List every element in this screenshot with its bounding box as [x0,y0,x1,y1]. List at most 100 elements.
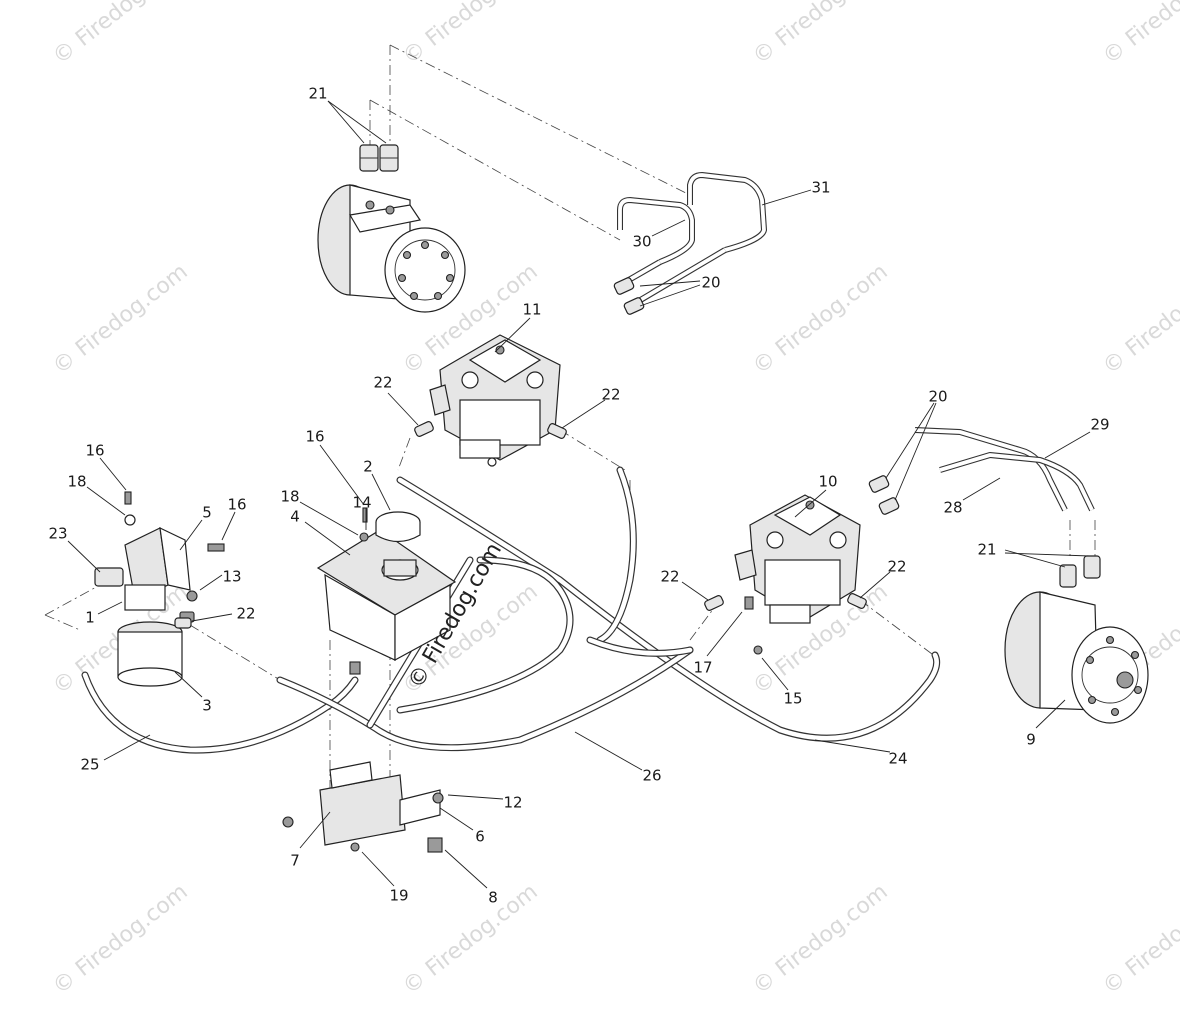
callout-leader-line [639,284,701,307]
callout-14: 14 [352,494,372,530]
callout-leader-line [361,851,395,887]
callout-leader-line [99,457,127,491]
callout-leader-line [494,317,531,353]
callout-18: 18 [280,488,359,536]
reservoir-tank [316,507,457,675]
callout-19: 19 [361,851,409,905]
callout-20: 20 [885,388,948,501]
callout-leader-line [327,100,365,144]
callout-20: 20 [639,274,721,307]
callout-leader-line [299,501,359,536]
callout-leader-line [1035,699,1066,729]
callout-4: 4 [290,508,351,556]
callout-label: 2 [363,458,373,476]
callout-22: 22 [859,558,907,599]
callout-label: 21 [308,85,327,103]
callout-label: 26 [642,767,661,785]
callout-16: 16 [85,442,127,491]
callout-leader-line [371,473,391,511]
callout-leader-line [561,399,606,429]
callout-leader-line [761,189,812,206]
callout-label: 24 [888,750,907,768]
wheel-motor-left [317,144,466,313]
callout-leader-line [67,540,101,573]
watermark-text: © Firedog.com [398,0,542,70]
callout-leader-line [574,731,643,771]
callout-leader-line [103,734,151,761]
callout-16: 16 [221,496,247,541]
callout-label: 12 [503,794,522,812]
callout-label: 7 [290,852,300,870]
filter-assembly [94,491,225,687]
callout-leader-line [444,849,488,889]
callout-label: 16 [227,496,246,514]
callout-label: 23 [48,525,67,543]
callout-28: 28 [943,477,1001,517]
callout-leader-line [651,219,686,237]
callout-31: 31 [761,179,831,206]
callout-22: 22 [561,386,621,429]
callout-label: 5 [202,504,212,522]
callout-label: 17 [693,659,712,677]
callout-22: 22 [660,568,709,601]
callout-leader-line [761,657,789,691]
callout-29: 29 [1044,416,1110,459]
callout-22: 22 [191,605,256,623]
callout-label: 19 [389,887,408,905]
watermark-text: © Firedog.com [748,259,892,379]
wheel-motor-right [1004,555,1149,724]
callout-22: 22 [373,374,419,426]
callout-leader-line [387,392,419,426]
callout-13: 13 [199,568,242,591]
callout-leader-line [1044,431,1091,459]
callout-11: 11 [494,301,542,353]
callout-10: 10 [794,473,838,518]
pump-10 [734,494,861,624]
callout-leader-line [885,402,935,479]
watermark-text: © Firedog.com [1098,879,1180,999]
callout-label: 16 [85,442,104,460]
callout-label: 28 [943,499,962,517]
callout-25: 25 [80,734,151,774]
watermark-text: © Firedog.com [748,879,892,999]
watermark-text: © Firedog.com [48,0,192,70]
callout-1: 1 [85,601,123,627]
callout-leader-line [1004,552,1091,557]
watermark-text: © Firedog.com [398,879,542,999]
callout-7: 7 [290,811,331,870]
watermark-text: © Firedog.com [1098,259,1180,379]
callout-label: 31 [811,179,830,197]
callout-label: 10 [818,473,837,491]
callout-leader-line [639,280,701,287]
callout-leader-line [894,402,937,501]
callout-15: 15 [761,657,803,708]
callout-label: 29 [1090,416,1109,434]
callout-leader-line [304,521,351,556]
callout-label: 21 [977,541,996,559]
watermark-text: © Firedog.com [48,879,192,999]
callout-leader-line [794,489,827,518]
callout-leader-line [179,519,203,551]
callout-label: 8 [488,889,498,907]
callout-label: 20 [701,274,720,292]
callout-23: 23 [48,525,101,573]
callout-leader-line [191,613,233,622]
fittings [174,277,900,629]
callout-8: 8 [444,849,498,907]
callout-2: 2 [363,458,391,511]
callout-leader-line [327,100,387,144]
callout-label: 18 [67,473,86,491]
control-bracket [282,596,763,853]
callout-leader-line [447,794,504,800]
callout-26: 26 [574,731,662,785]
callout-label: 13 [222,568,241,586]
watermark-text: © Firedog.com [1098,0,1180,70]
callout-label: 4 [290,508,300,526]
callout-label: 22 [373,374,392,392]
callout-label: 9 [1026,731,1036,749]
callout-label: 1 [85,609,95,627]
callout-label: 22 [601,386,620,404]
callout-5: 5 [179,504,212,551]
callout-label: 25 [80,756,99,774]
